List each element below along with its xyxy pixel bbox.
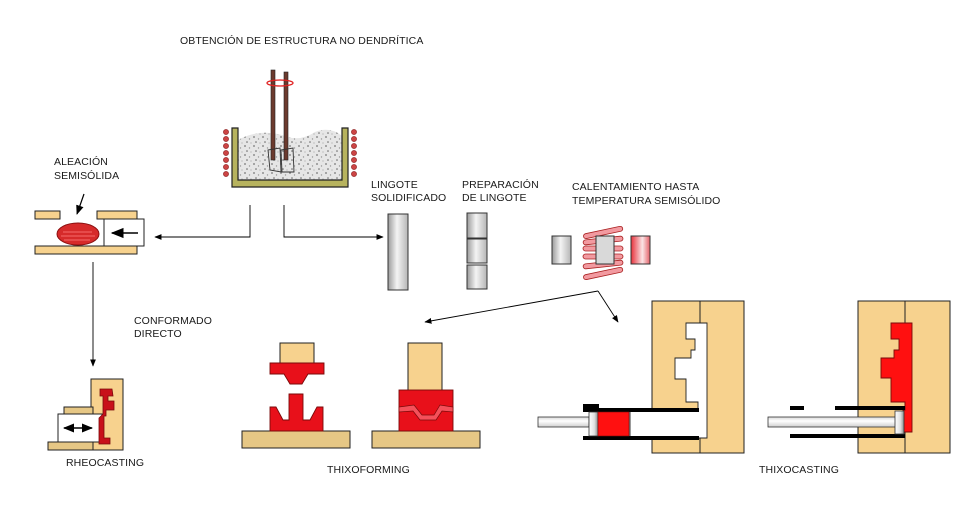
upper-die — [269, 362, 325, 385]
cast-part-filled — [880, 322, 913, 433]
piston — [588, 411, 599, 437]
crucible-wall — [231, 127, 349, 188]
label-heating-1: CALENTAMIENTO HASTA — [572, 181, 700, 193]
rheocasting-machine — [47, 378, 124, 451]
heating-billet — [595, 235, 615, 265]
thixocasting-after — [767, 300, 951, 454]
label-semisolid-alloy-1: ALEACIÓN — [54, 156, 108, 168]
cast-part — [98, 388, 115, 445]
label-heating-2: TEMPERATURA SEMISÓLIDO — [572, 195, 721, 207]
solidified-ingot — [387, 213, 409, 291]
label-semisolid-alloy-2: SEMISÓLIDA — [54, 170, 120, 182]
formed-part — [398, 404, 454, 421]
plunger-rod — [537, 416, 590, 428]
label-rheocasting: RHEOCASTING — [66, 457, 145, 469]
label-thixocasting: THIXOCASTING — [759, 464, 839, 476]
cold-billet — [551, 235, 572, 265]
billet-in-sleeve — [597, 411, 630, 437]
plunger-rod — [767, 416, 897, 428]
label-thixoforming: THIXOFORMING — [327, 464, 410, 476]
pointer-arrow — [76, 193, 85, 215]
thixoforming-closed-die — [371, 342, 481, 449]
flow-arrow-to-semisolid — [154, 205, 251, 240]
induction-coil-right — [351, 129, 357, 177]
label-solidified-ingot-2: SOLIDIFICADO — [371, 192, 447, 204]
flow-arrow-to-thixoforming — [424, 290, 599, 324]
thixocasting-before — [537, 300, 745, 454]
label-solidified-ingot-1: LINGOTE — [371, 179, 418, 191]
stirring-crucible — [223, 69, 357, 188]
induction-heating — [551, 225, 651, 281]
hot-billet — [630, 235, 651, 265]
label-direct-forming-2: DIRECTO — [134, 328, 182, 340]
flow-arrow-to-thixocasting — [597, 290, 619, 323]
slurry — [238, 129, 342, 180]
stirrer — [266, 69, 295, 173]
piston — [894, 410, 905, 435]
label-direct-forming-1: CONFORMADO — [134, 315, 212, 327]
flow-arrow-to-ingot — [283, 205, 384, 240]
rotation-icon — [266, 79, 294, 87]
label-ingot-preparation-1: PREPARACIÓN — [462, 179, 539, 191]
diagram-title: OBTENCIÓN DE ESTRUCTURA NO DENDRÍTICA — [180, 35, 424, 47]
lower-die — [269, 393, 324, 432]
prepared-ingot-pieces — [466, 212, 488, 290]
semisolid-chamber — [34, 193, 145, 255]
thixoforming-open-die — [241, 342, 351, 449]
induction-coil-left — [223, 129, 229, 177]
semisolid-billet — [56, 222, 100, 246]
label-ingot-preparation-2: DE LINGOTE — [462, 192, 527, 204]
